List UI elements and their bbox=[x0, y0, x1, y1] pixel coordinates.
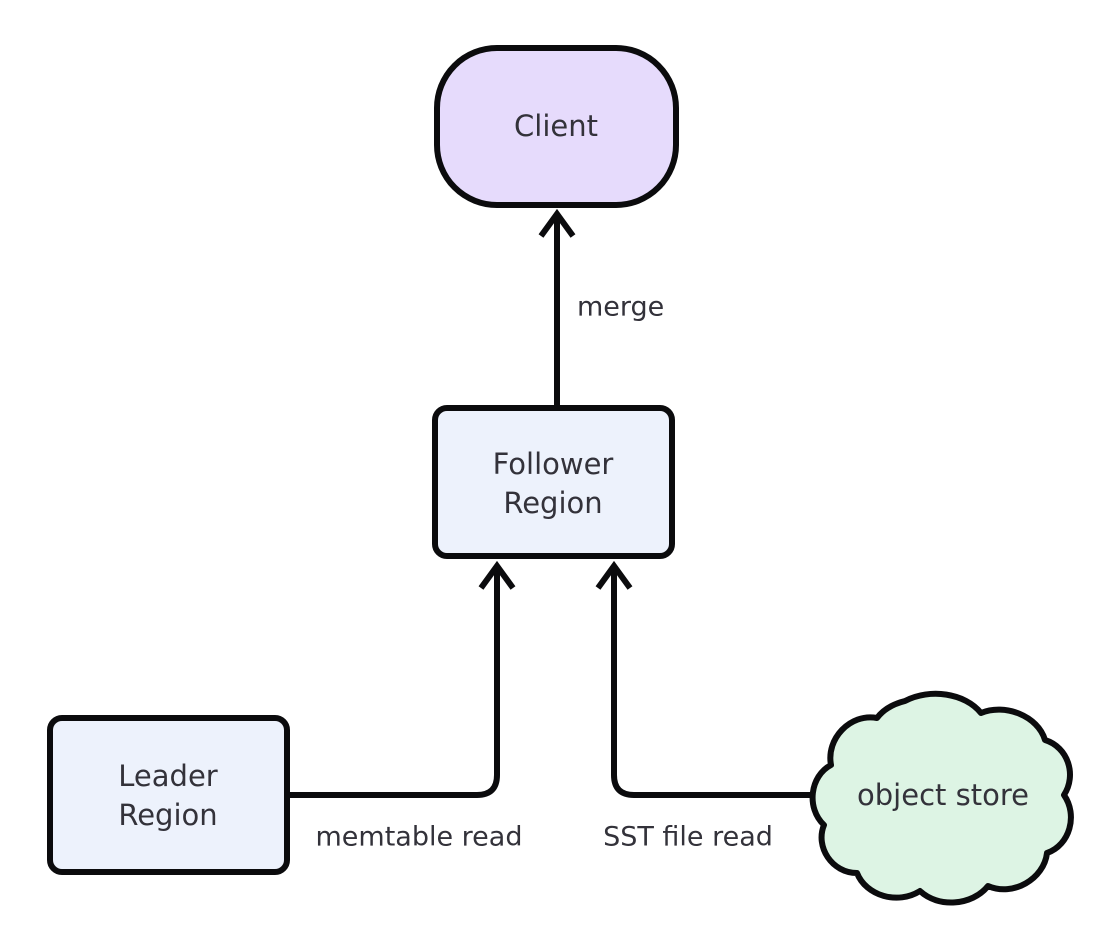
follower-region-label-line1: Follower bbox=[493, 447, 614, 481]
leader-region-label-line2: Region bbox=[118, 798, 217, 832]
edge-label-sst-file-read: SST file read bbox=[603, 822, 773, 853]
leader-region-label-line1: Leader bbox=[118, 759, 218, 793]
client-shape[interactable] bbox=[434, 45, 679, 208]
edge-line-memtable-read bbox=[287, 570, 500, 798]
node-follower-region[interactable]: Follower Region bbox=[432, 405, 675, 559]
node-client[interactable]: Client bbox=[434, 45, 679, 208]
edge-line-sst-file-read bbox=[611, 570, 822, 798]
leader-region-shape[interactable] bbox=[47, 715, 290, 875]
object-store-label: object store bbox=[857, 778, 1029, 812]
arrowhead-merge bbox=[538, 208, 576, 238]
node-leader-region[interactable]: Leader Region bbox=[47, 715, 290, 875]
arrowhead-memtable-read bbox=[478, 560, 516, 590]
edge-follower-to-client: merge bbox=[538, 208, 664, 405]
edge-label-memtable-read: memtable read bbox=[316, 822, 523, 853]
client-label: Client bbox=[514, 109, 598, 143]
follower-region-label-line2: Region bbox=[503, 486, 602, 520]
edge-leader-to-follower: memtable read bbox=[287, 560, 523, 853]
edge-objectstore-to-follower: SST file read bbox=[595, 560, 822, 853]
follower-region-shape[interactable] bbox=[432, 405, 675, 559]
object-store-shape[interactable] bbox=[809, 690, 1074, 906]
edge-label-merge: merge bbox=[577, 292, 664, 323]
node-object-store[interactable]: object store bbox=[809, 690, 1074, 906]
arrowhead-sst-file-read bbox=[595, 560, 633, 590]
